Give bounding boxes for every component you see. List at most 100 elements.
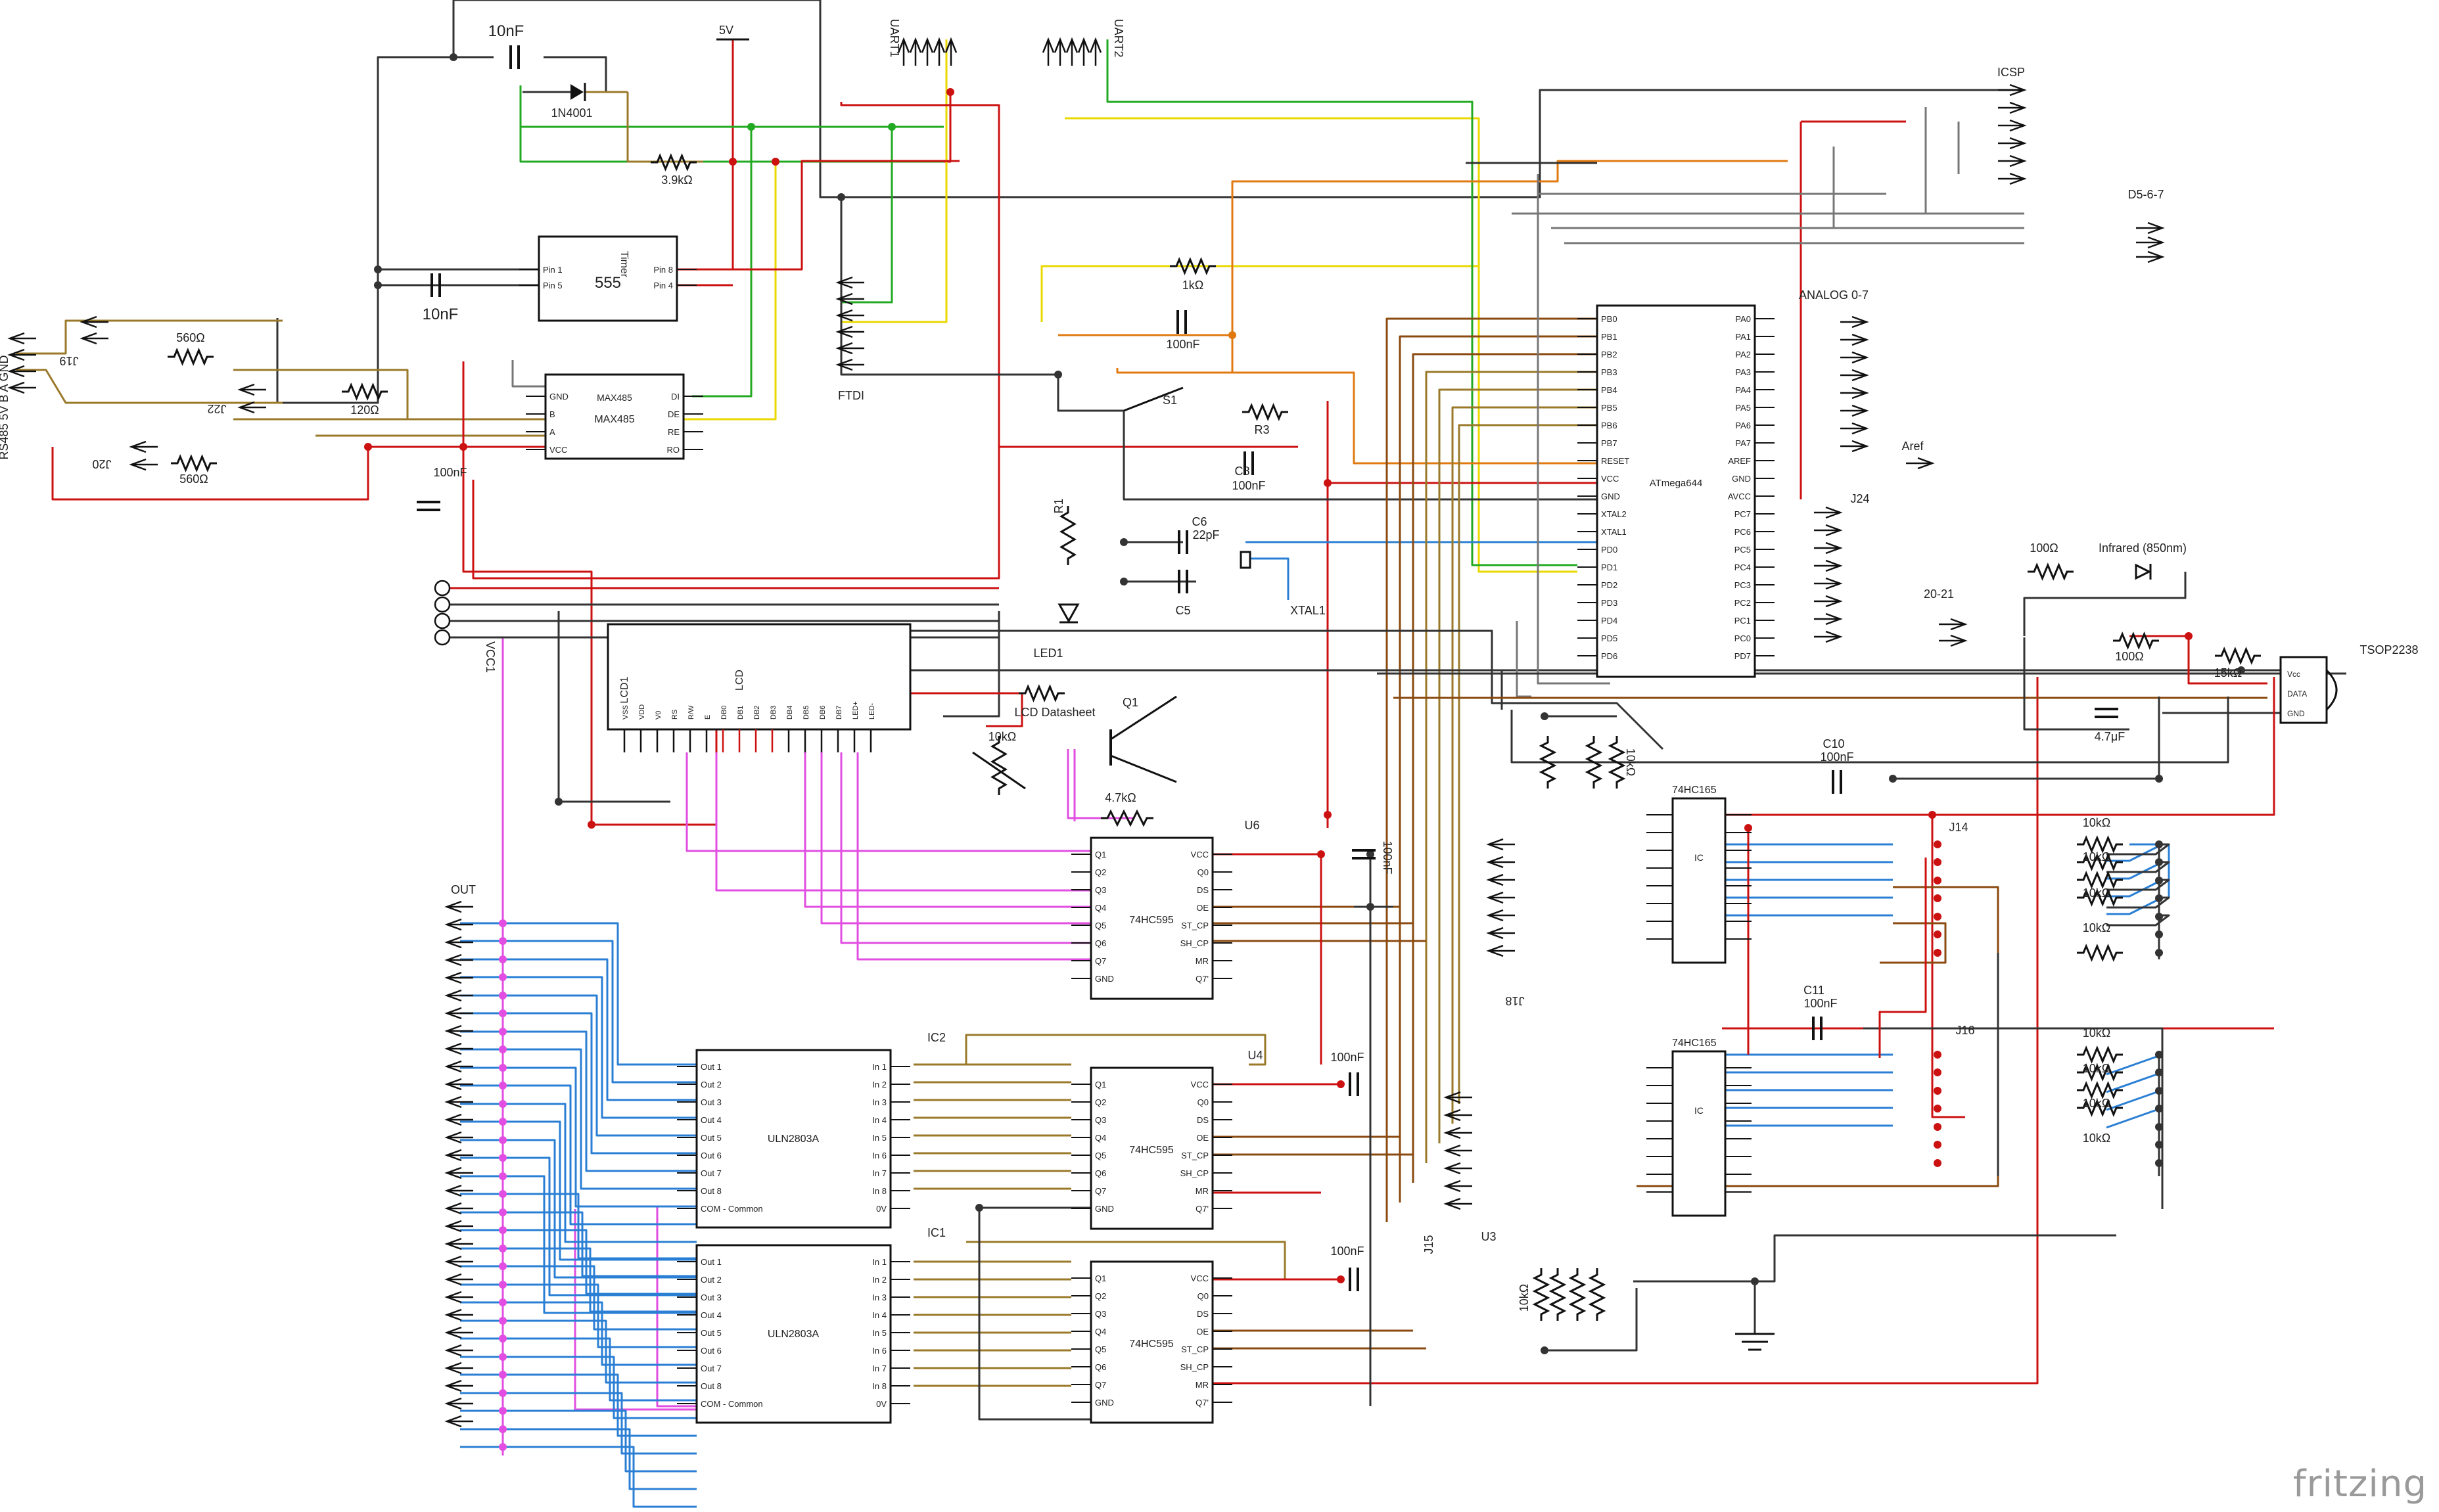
wire-165-j14-1 (2106, 861, 2163, 880)
hc595-pin-label: GND (1095, 974, 1114, 984)
max485-pin-label: A (549, 427, 555, 437)
r10k-label: 10kΩ (2083, 886, 2110, 900)
c8-value: 100nF (1232, 479, 1265, 492)
junction-dot (1541, 1346, 1548, 1354)
wire-5v (677, 39, 734, 271)
junction-dot (499, 1082, 507, 1089)
junction-dot (2155, 858, 2163, 866)
junction-dot (499, 1226, 507, 1234)
tsop2238 (2279, 656, 2328, 724)
max485-name-top: MAX485 (597, 392, 632, 403)
n2021-label: 20-21 (1924, 587, 1954, 601)
wire-green-uart2 (1106, 39, 1577, 566)
junction-dot (2155, 840, 2163, 848)
atmega-pin-label: PD5 (1601, 633, 1617, 643)
wire-green-4 (841, 127, 893, 304)
wire-olive-1 (626, 92, 661, 163)
uln-pin-label: Out 7 (701, 1168, 722, 1178)
wire-out-10 (460, 1103, 697, 1243)
r10k-top-b (1585, 736, 1603, 789)
wire-out-b1 (460, 1211, 697, 1277)
wire-out-b4 (460, 1265, 697, 1331)
junction-dot (499, 973, 507, 981)
fritzing-logo: fritzing (2292, 1463, 2427, 1505)
uln-pin-label: Out 3 (701, 1097, 722, 1107)
r10k-label: 10kΩ (2083, 850, 2110, 863)
junction-dot (499, 1281, 507, 1289)
wire-red-top (697, 160, 960, 271)
tsop-pin-label: GND (2287, 709, 2305, 718)
wire-orange-reset (1232, 371, 1597, 465)
junction-dot (1934, 858, 1941, 866)
junction-dot (1366, 903, 1374, 911)
hc165-ic: IC (1694, 852, 1704, 863)
wire-10k-bot (1545, 1288, 1638, 1352)
junction-dot (2155, 1051, 2163, 1059)
lcd-pin-label: DB0 (720, 706, 728, 720)
junction-dot (2237, 666, 2245, 674)
hc595-pin-label: Q3 (1095, 885, 1106, 895)
lcd-pin-label: DB1 (737, 706, 745, 720)
atmega644-chip (1596, 304, 1756, 678)
hc595-pin-label: Q0 (1197, 1291, 1209, 1301)
r120-label: 120Ω (350, 403, 379, 417)
uln-pin-label: In 5 (872, 1133, 887, 1143)
hc595-pin-label: MR (1196, 1380, 1209, 1390)
junction-dot (772, 158, 779, 166)
junction-dot (499, 1389, 507, 1397)
hc595-pin-label: Q4 (1095, 1133, 1106, 1143)
hc595-pin-label: Q2 (1095, 867, 1106, 877)
atmega-pin-label: GND (1601, 492, 1620, 501)
hc595-chip (1090, 836, 1214, 1000)
diode-1n4001 (570, 84, 584, 100)
junction-dot (499, 1371, 507, 1379)
junction-dot (499, 1298, 507, 1306)
atmega-pin-label: PC2 (1734, 598, 1751, 608)
atmega-pin-label: PD4 (1601, 616, 1617, 626)
hc595-pin-label: Q4 (1095, 903, 1106, 913)
wire-out-8 (460, 1066, 697, 1208)
junction-dot (2155, 877, 2163, 884)
uln-pin-label: Out 7 (701, 1363, 722, 1373)
junction-dot (499, 1208, 507, 1216)
r15k-label: 15kΩ (2214, 666, 2242, 679)
wire-rs485-b (16, 369, 283, 404)
lcd-pin-label: RS (671, 710, 679, 720)
net-5v-label: 5V (719, 24, 733, 37)
wire-out-b8 (460, 1337, 697, 1402)
c6-label: C6 (1192, 515, 1207, 528)
wire-out-b9 (460, 1356, 697, 1419)
wire-out-4 (460, 994, 697, 1137)
r3k9 (651, 153, 697, 172)
uln-pin-label: Out 8 (701, 1381, 722, 1391)
atmega-pin-label: PB4 (1601, 385, 1617, 395)
c11-value: 100nF (1803, 997, 1837, 1010)
pot-arrow (972, 751, 1026, 790)
j24-label: J24 (1850, 492, 1869, 505)
wire-pb4 (1438, 388, 1597, 1143)
wire-pb1 (1399, 335, 1597, 1203)
wire-red-led (851, 692, 1023, 727)
atmega-pin-label: PD1 (1601, 562, 1617, 572)
hc595-pin-label: MR (1196, 956, 1209, 966)
wire-gnd-top (453, 0, 2024, 198)
hc595-pin-label: OE (1196, 903, 1209, 913)
ic1-label: IC1 (927, 1226, 946, 1239)
wire-out-1 (460, 940, 697, 1084)
uln-pin-label: Out 4 (701, 1115, 722, 1125)
hc165-ic: IC (1694, 1105, 1704, 1116)
wire-gnd-lcd3 (943, 611, 1000, 718)
wire-j14-in (2106, 861, 2170, 873)
wire-mag-3 (804, 752, 1091, 908)
hc595-pin-label: Q1 (1095, 850, 1106, 859)
hc595-chip (1090, 1260, 1214, 1424)
junction-dot (1324, 811, 1332, 819)
lcd-pin-label: LED+ (852, 701, 860, 720)
r10k-j14 (2077, 871, 2123, 889)
uln-pin-label: Out 2 (701, 1080, 722, 1089)
junction-dot (888, 123, 896, 131)
s1-label: S1 (1163, 394, 1177, 407)
hc165-chip (1671, 1050, 1727, 1217)
atmega-pin-label: PA1 (1735, 332, 1751, 342)
